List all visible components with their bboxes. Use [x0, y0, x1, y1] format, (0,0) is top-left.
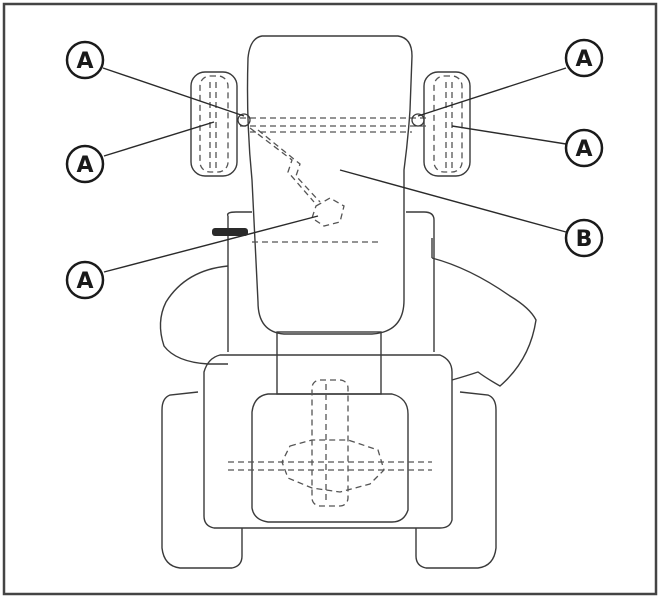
drag-link — [249, 127, 315, 203]
drag-link-2 — [257, 129, 321, 203]
rear-wheel-right — [415, 391, 497, 569]
callout-a-top-right: A — [564, 38, 604, 78]
callout-b-right: B — [564, 218, 604, 258]
callout-label: A — [575, 47, 592, 72]
callout-label: A — [575, 137, 592, 162]
mid-body — [226, 211, 435, 352]
rear-body — [203, 354, 453, 529]
spindle-left-outline — [199, 75, 229, 173]
fender-left — [159, 265, 229, 365]
rear-pan — [251, 393, 409, 523]
leader-a-lower-left — [103, 215, 319, 273]
callout-a-top-left: A — [65, 40, 105, 80]
leader-lines — [102, 67, 567, 273]
steering-column — [276, 331, 382, 395]
front-wheel-left — [190, 71, 238, 177]
leader-a-top-right — [417, 67, 567, 117]
callout-label: A — [76, 49, 93, 74]
callout-label: A — [76, 269, 93, 294]
rear-wheel-left — [161, 391, 243, 569]
tractor-outline — [159, 35, 537, 569]
callout-a-lower-left: A — [65, 260, 105, 300]
fitting-front-right — [411, 113, 425, 127]
leader-a-top-left — [102, 67, 245, 117]
leader-a-mid-left — [103, 121, 215, 157]
fitting-front-left — [237, 113, 251, 127]
driveshaft — [311, 379, 349, 507]
hidden-lines — [199, 75, 463, 507]
spindle-right-outline — [433, 75, 463, 173]
transaxle — [281, 439, 385, 493]
callout-label: B — [576, 227, 593, 252]
front-wheel-right — [423, 71, 471, 177]
leader-b-right — [339, 169, 567, 233]
fittings — [237, 113, 425, 127]
callout-label: A — [76, 153, 93, 178]
leader-a-mid-right — [451, 125, 567, 145]
lever-bar — [212, 228, 248, 236]
hood — [246, 35, 413, 335]
callout-a-mid-left: A — [65, 144, 105, 184]
callout-a-mid-right: A — [564, 128, 604, 168]
fender-right — [431, 257, 537, 387]
